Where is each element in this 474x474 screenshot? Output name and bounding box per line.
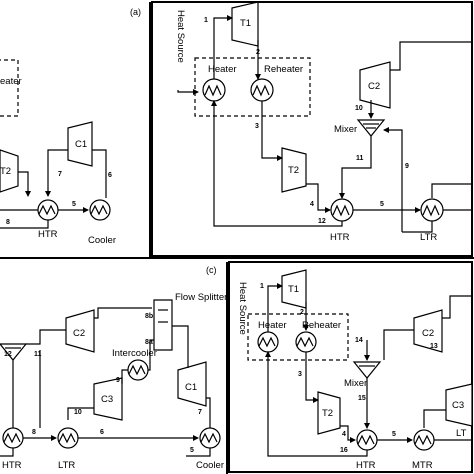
panel-b-reheater-label: Reheater xyxy=(264,64,303,75)
panel-d-mixer xyxy=(352,361,382,379)
panel-c-c1-compressor xyxy=(177,361,207,407)
panel-b-state-12: 12 xyxy=(318,218,326,225)
panel-c-c1-label: C1 xyxy=(185,382,197,393)
panel-c-c3-label: C3 xyxy=(101,394,113,405)
panel-c-htr-label: HTR xyxy=(2,460,22,471)
panel-c-state-11: 11 xyxy=(34,351,42,358)
panel-c-state-6: 6 xyxy=(100,429,104,436)
panel-a-heater-box xyxy=(0,59,19,117)
panel-d-state-1: 1 xyxy=(260,283,264,290)
panel-c-c3-compressor xyxy=(93,377,123,421)
panel-c-state-12: 12 xyxy=(4,351,12,358)
panel-c-cooler-label: Cooler xyxy=(196,460,224,471)
panel-b: Heat Source T1 Heater Reheater 1 2 T2 3 … xyxy=(175,1,472,243)
panel-a-c1-compressor xyxy=(67,121,93,167)
panel-a-htr-label: HTR xyxy=(38,229,58,240)
panel-c-state-8b: 8b xyxy=(145,313,153,320)
panel-b-heater-exchanger xyxy=(202,78,226,102)
panel-b-border xyxy=(151,1,473,257)
panel-d-heater-box xyxy=(247,313,349,361)
panel-c-flow-splitter xyxy=(153,299,173,351)
panel-a-cooler-label: Cooler xyxy=(88,235,116,246)
panel-b-t2-turbine xyxy=(281,147,307,193)
panel-b-state-10: 10 xyxy=(355,105,363,112)
panel-a-t2-label: T2 xyxy=(0,166,11,177)
panel-b-ltr-exchanger xyxy=(420,198,444,222)
panel-d-state-13: 13 xyxy=(430,343,438,350)
panel-d-state-14: 14 xyxy=(355,337,363,344)
panel-b-mixer-label: Mixer xyxy=(334,124,357,135)
panel-d-reheater-label: Reheater xyxy=(302,320,341,331)
panel-d-border xyxy=(228,261,473,473)
panel-a-tag: (a) xyxy=(130,7,141,17)
panel-c-tag: (c) xyxy=(206,265,217,275)
panel-c-c2-label: C2 xyxy=(73,328,85,339)
panel-a-state-6: 6 xyxy=(108,172,112,179)
panel-c-ltr-label: LTR xyxy=(58,460,75,471)
panel-c-intercooler-label: Intercooler xyxy=(112,348,157,359)
panel-b-state-11: 11 xyxy=(356,155,364,162)
panel-c-state-9: 9 xyxy=(116,377,120,384)
panel-c-state-5: 5 xyxy=(190,447,194,454)
panel-b-state-3: 3 xyxy=(255,123,259,130)
panel-c-state-8a: 8a xyxy=(145,339,153,346)
panel-b-state-4: 4 xyxy=(310,201,314,208)
panel-b-heater-box xyxy=(194,57,311,117)
panel-d-state-16: 16 xyxy=(340,447,348,454)
panel-c-state-8: 8 xyxy=(32,429,36,436)
panel-d-c3-label: C3 xyxy=(452,400,464,411)
panel-b-heat-source: Heat Source xyxy=(175,10,186,63)
panel-d-c2-compressor xyxy=(413,309,443,353)
panel-b-c2-compressor xyxy=(359,61,391,109)
panel-d-state-3: 3 xyxy=(298,371,302,378)
panel-c: (c) C2 Flow Splitter 8b 8a Intercooler C… xyxy=(0,265,227,471)
panel-b-c2-label: C2 xyxy=(368,81,380,92)
panel-d-mtr-label: MTR xyxy=(412,460,433,471)
panel-b-state-1: 1 xyxy=(204,17,208,24)
panel-d-ltr-label: LT xyxy=(456,428,467,439)
panel-d-t2-label: T2 xyxy=(322,408,333,419)
panel-a-state-7: 7 xyxy=(58,171,62,178)
panel-d-state-4: 4 xyxy=(342,431,346,438)
panel-b-htr-exchanger xyxy=(330,198,354,222)
panel-b-state-9: 9 xyxy=(405,163,409,170)
panel-a: (a) eater C1 T2 HTR Cooler 7 6 8 5 xyxy=(0,7,141,246)
panel-d: Heat Source T1 Heater Reheater 1 2 C2 13… xyxy=(228,261,473,473)
panel-b-reheater-exchanger xyxy=(250,78,274,102)
panel-b-t2-label: T2 xyxy=(288,165,299,176)
panel-d-t2-turbine xyxy=(317,391,341,435)
panel-b-state-5: 5 xyxy=(380,201,384,208)
panel-b-heater-label: Heater xyxy=(208,64,237,75)
panel-c-state-7: 7 xyxy=(198,409,202,416)
panel-d-state-5: 5 xyxy=(392,431,396,438)
panel-b-t1-label: T1 xyxy=(240,18,251,29)
panel-d-t1-label: T1 xyxy=(288,284,299,295)
panel-a-heater-label: eater xyxy=(0,76,22,87)
panel-a-state-8: 8 xyxy=(6,219,10,226)
panel-a-t2-turbine xyxy=(0,149,19,193)
panel-d-state-2: 2 xyxy=(300,309,304,316)
panel-a-c1-label: C1 xyxy=(75,139,87,150)
panel-d-mixer-label: Mixer xyxy=(344,378,367,389)
panel-d-htr-label: HTR xyxy=(356,460,376,471)
panel-d-heater-label: Heater xyxy=(258,320,287,331)
panel-a-state-5: 5 xyxy=(72,201,76,208)
panel-d-state-15: 15 xyxy=(358,395,366,402)
panel-d-c2-label: C2 xyxy=(422,328,434,339)
panel-c-flow-splitter-label: Flow Splitter xyxy=(175,292,227,303)
panel-c-c2-compressor xyxy=(65,309,95,353)
panel-b-ltr-label: LTR xyxy=(420,232,437,243)
panel-b-htr-label: HTR xyxy=(330,232,350,243)
panel-b-state-2: 2 xyxy=(256,49,260,56)
panel-c-state-10: 10 xyxy=(74,409,82,416)
panel-d-heat-source: Heat Source xyxy=(237,282,248,335)
